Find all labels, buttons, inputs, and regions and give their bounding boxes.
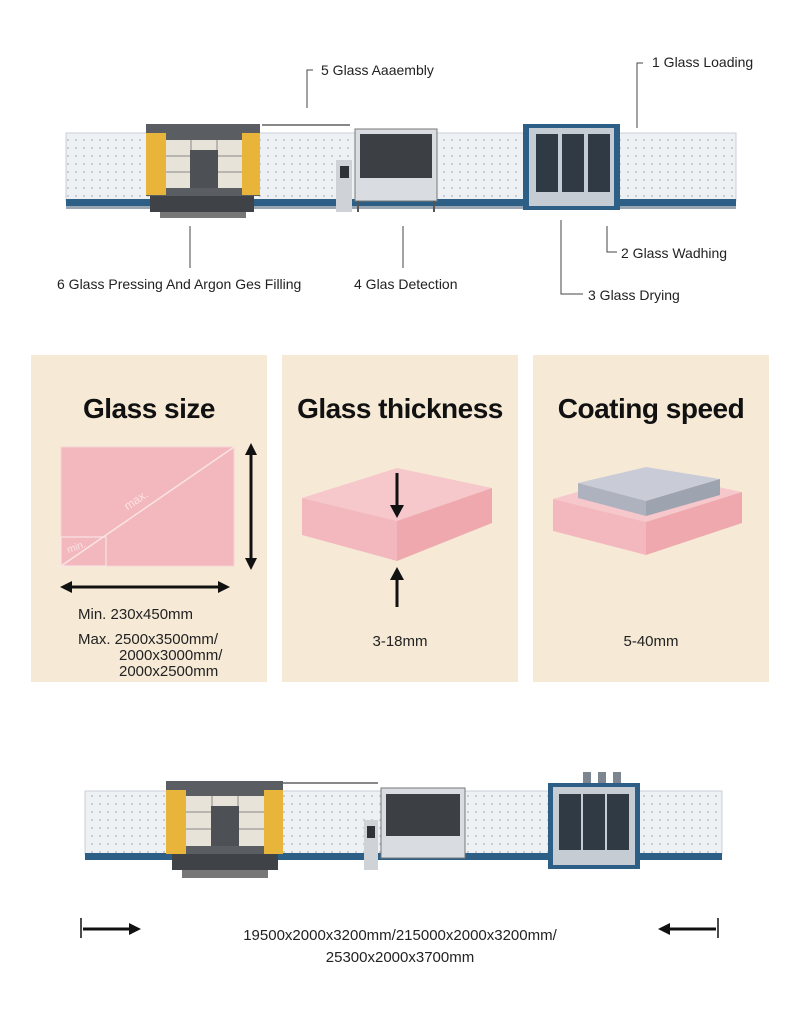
coating-speed-illustration — [553, 467, 742, 555]
coating-speed-card: Coating speed 5-40mm — [533, 355, 769, 682]
production-line-top — [65, 62, 737, 295]
glass-size-max-1: Max. 2500x3500mm/ — [78, 631, 219, 648]
label-glass-washing: 2 Glass Wadhing — [621, 245, 728, 261]
glass-size-title: Glass size — [83, 393, 215, 424]
glass-size-max-3: 2000x2500mm — [119, 663, 219, 680]
glass-thickness-value: 3-18mm — [372, 633, 428, 650]
machine-dimensions-line-1: 19500x2000x3200mm/215000x2000x3200mm/ — [243, 927, 557, 944]
glass-size-min: Min. 230x450mm — [78, 606, 194, 623]
production-line-bottom — [80, 772, 723, 938]
label-glass-loading: 1 Glass Loading — [652, 54, 754, 70]
coating-speed-value: 5-40mm — [623, 633, 679, 650]
label-glass-detection: 4 Glas Detection — [354, 276, 458, 292]
glass-size-illustration — [60, 443, 257, 593]
glass-thickness-title: Glass thickness — [297, 393, 503, 424]
glass-thickness-illustration — [302, 468, 492, 607]
glass-thickness-card: Glass thickness 3-18mm — [282, 355, 518, 682]
label-glass-pressing: 6 Glass Pressing And Argon Ges Filling — [57, 276, 302, 292]
machine-dimensions-line-2: 25300x2000x3700mm — [325, 949, 475, 966]
coating-speed-title: Coating speed — [557, 393, 745, 424]
glass-size-card: Glass size max. min. Min. 230x450mm Max.… — [31, 355, 267, 682]
glass-size-max-2: 2000x3000mm/ — [119, 647, 223, 664]
label-glass-drying: 3 Glass Drying — [588, 287, 680, 303]
label-glass-assembly: 5 Glass Aaaembly — [321, 62, 434, 78]
